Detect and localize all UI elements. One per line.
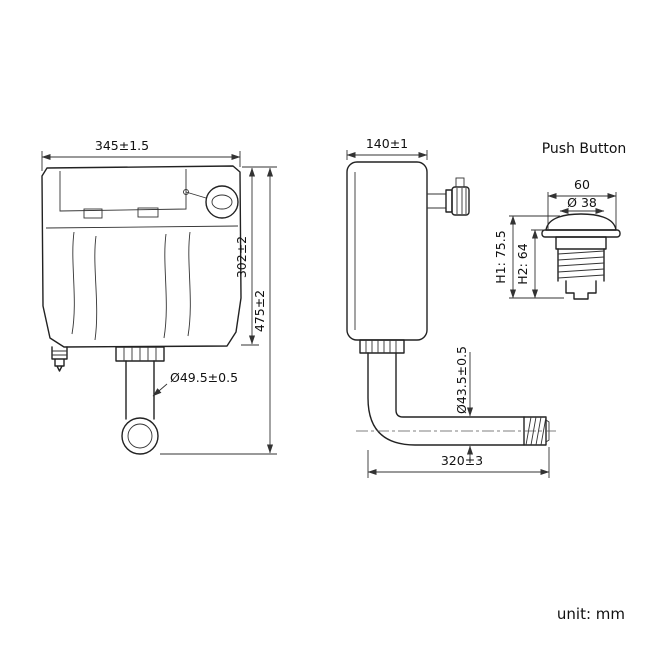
front-left-fitting-threads [52,350,67,356]
front-view: 345±1.5 302±2 475±2 Ø49.5±0.5 [41,138,277,455]
front-left-fitting [51,346,68,372]
front-cap-pin [183,189,189,195]
side-view: 140±1 Ø43.5±0.5 320±3 [346,136,556,478]
push-button-detail: Push Button 60 Ø 38 H1: 75.5 H2: 64 [493,141,627,300]
front-outlet-dia-label: Ø49.5±0.5 [170,370,238,385]
pb-dia-dim-label: Ø 38 [567,195,597,210]
side-inlet-knob-ribs [456,188,467,214]
front-tank-rib [163,233,167,339]
side-depth-dim-label: 140±1 [366,136,408,151]
pb-neck [555,236,607,250]
side-outlet-flange [359,339,405,354]
side-outlet-flange-threads [365,340,397,353]
side-inlet-stem [455,177,465,188]
pb-flange [541,229,621,238]
front-body-height-ext [241,166,277,346]
side-pipe-inner [395,352,525,418]
front-width-dim-label: 345±1.5 [95,138,149,153]
pb-dome [545,213,617,231]
side-pipe-dia-label: Ø43.5±0.5 [454,346,469,414]
unit-label: unit: mm [557,605,625,623]
front-cap-circle [205,185,239,219]
front-tank-tab-left [83,208,103,219]
side-pipe-length-dim-label: 320±3 [441,453,483,468]
front-total-height-dim-label: 475±2 [252,290,267,332]
front-elbow-circle [121,417,159,455]
front-cap-leader [185,191,207,199]
side-tank-outline [346,161,428,341]
front-tank-recess [59,169,187,212]
side-pipe-outer [367,352,525,446]
pb-h1-dim-label: H1: 75.5 [493,230,508,283]
side-inlet-stub [427,193,446,209]
front-outlet-pipe [125,360,155,420]
front-tank-outline [41,165,242,348]
front-outlet-dia-leader [152,383,168,397]
pb-width-dim-label: 60 [574,177,590,192]
front-tank-rib [94,235,98,341]
pb-thread-body [557,248,605,282]
pb-h2-dim-label: H2: 64 [515,243,530,284]
front-tank-rib [187,231,191,337]
pb-tail [565,280,597,300]
front-outlet-flange-threads [123,347,157,361]
pb-thread-hatch [557,250,605,279]
front-tank-shoulder-line [45,225,239,229]
push-button-title: Push Button [542,141,627,157]
front-cap-inner [211,194,233,210]
front-body-height-dim-label: 302±2 [234,236,249,278]
front-elbow-inner [127,423,153,449]
side-inlet-flange [445,189,453,213]
front-tank-rib [71,231,75,335]
front-tank-tab-right [137,207,159,218]
